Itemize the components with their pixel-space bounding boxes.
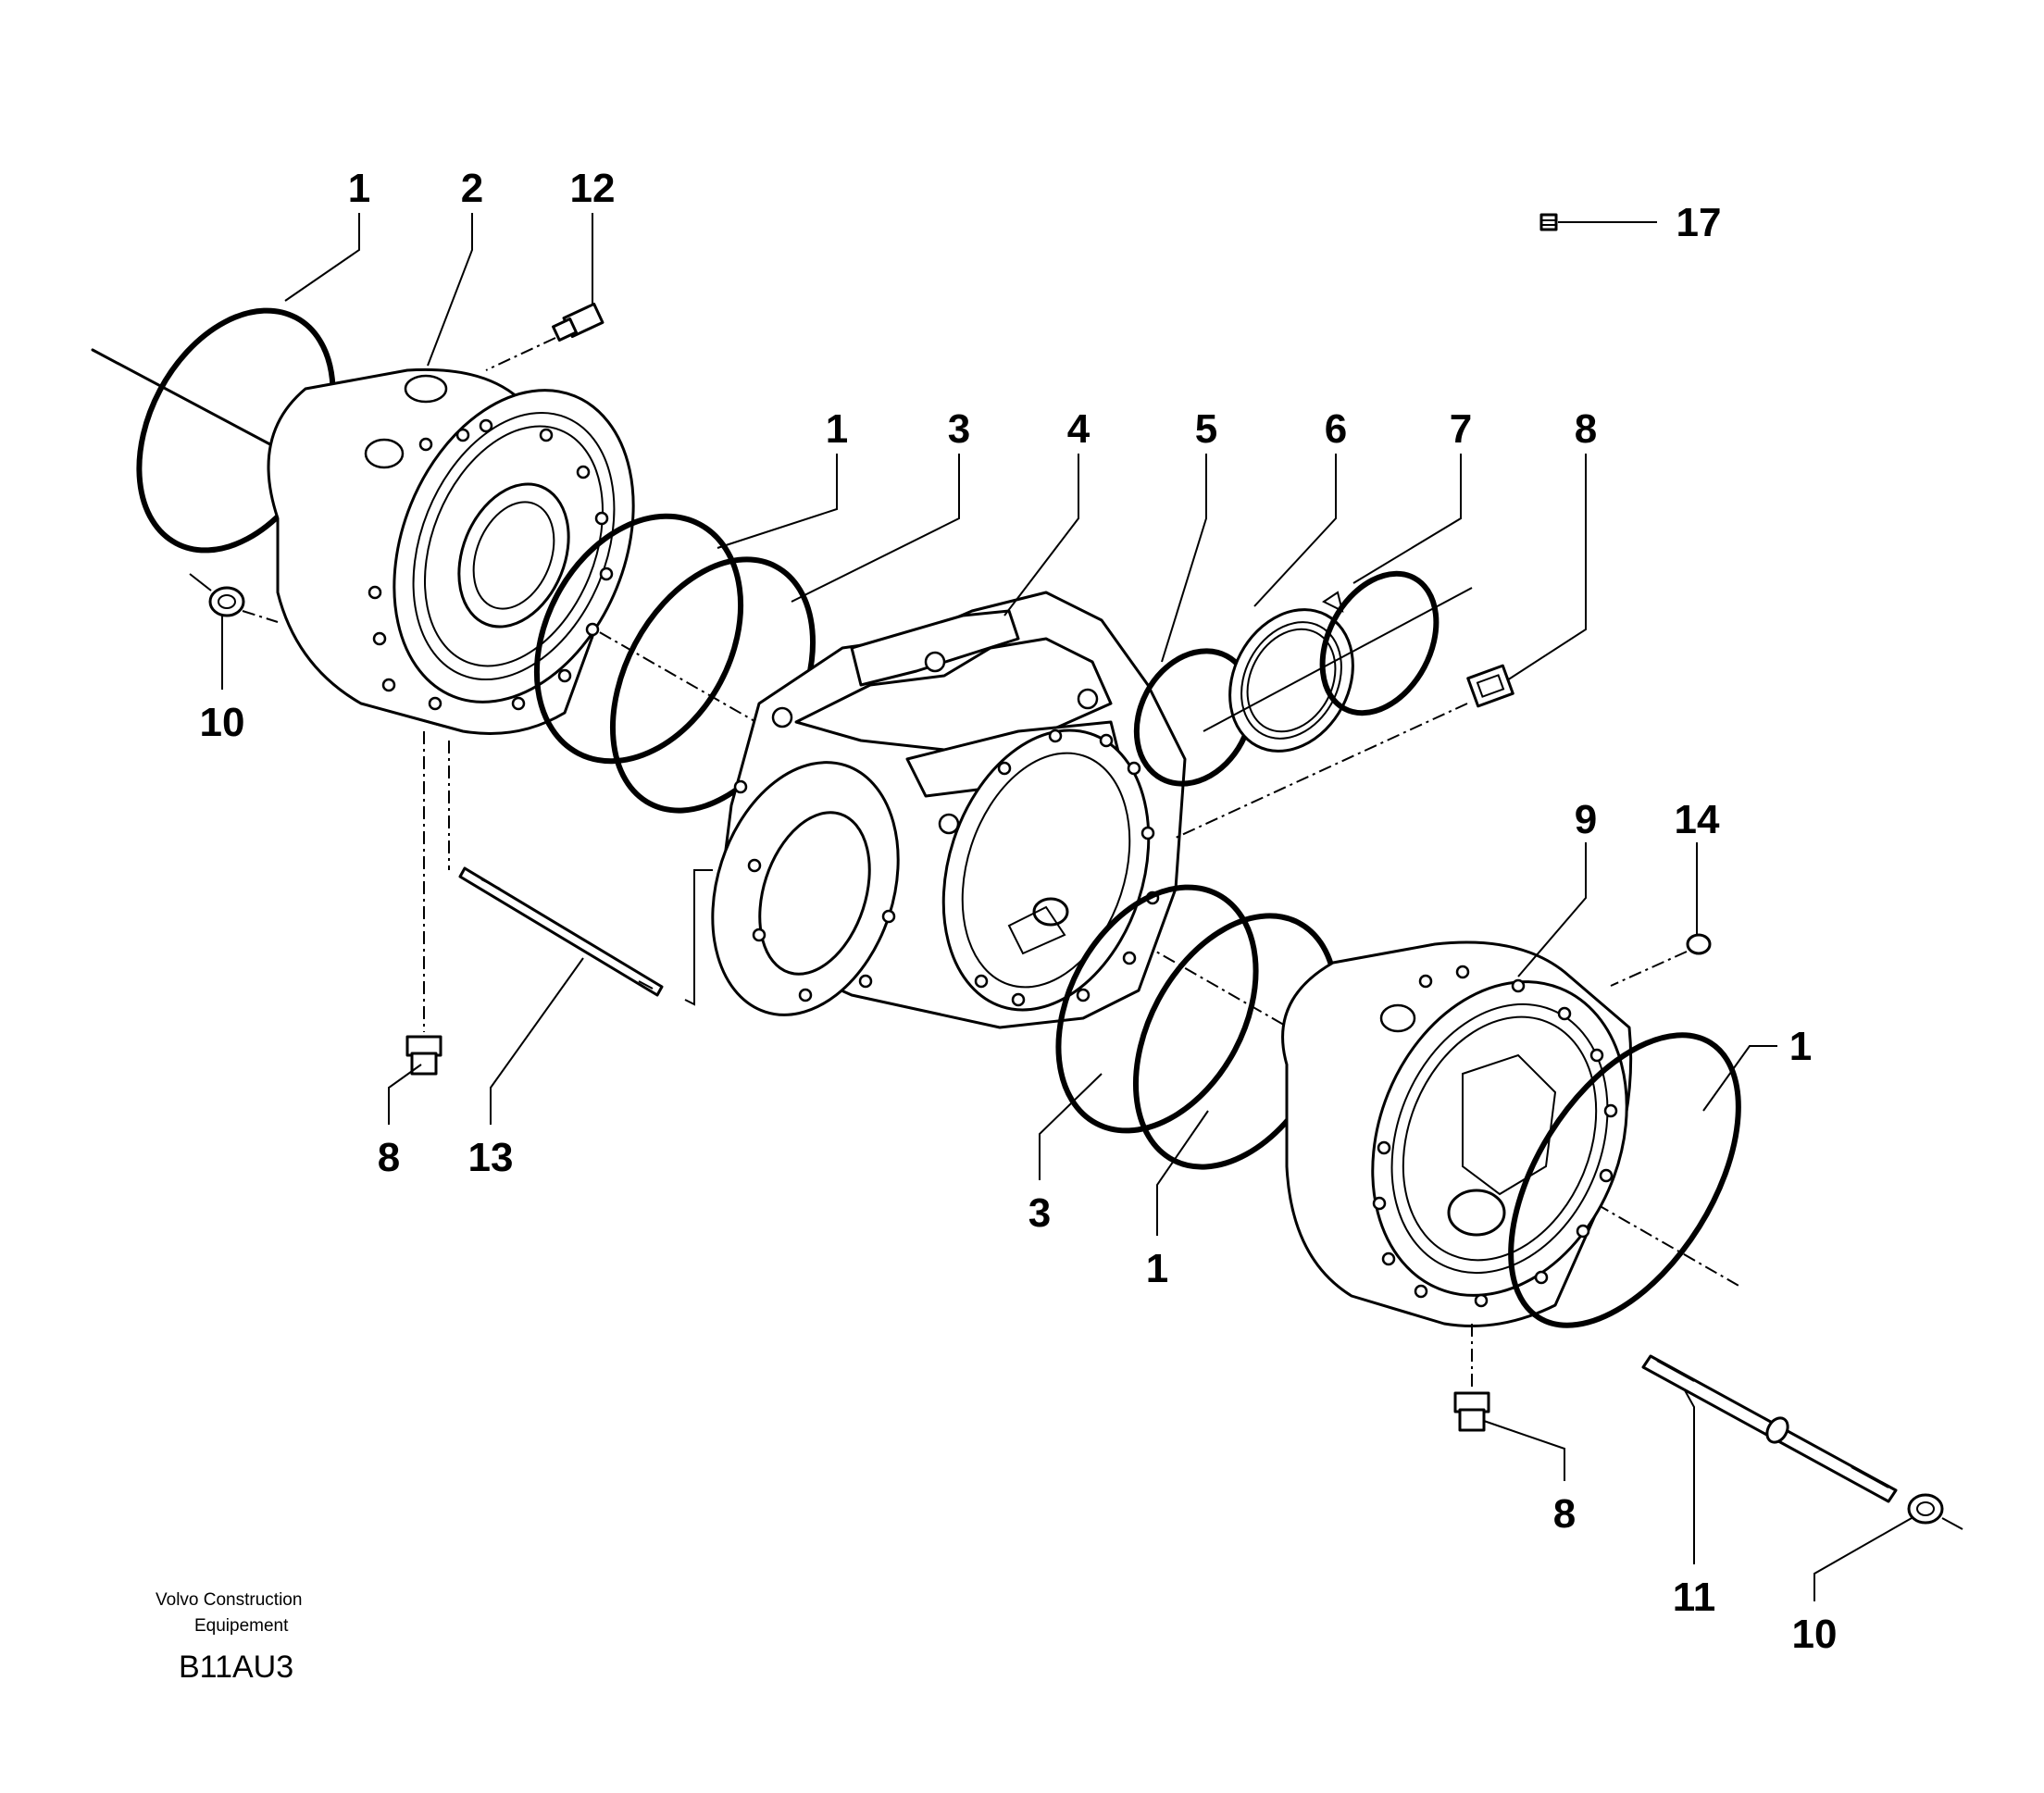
- left-motor-housing: [267, 367, 635, 735]
- stud-11: [1641, 1354, 1898, 1503]
- nut-17: [1539, 213, 1558, 231]
- callout-8-lower-right: 8: [1553, 1491, 1576, 1537]
- o-ring-3-lower: [1055, 884, 1259, 1134]
- callout-5: 5: [1195, 406, 1217, 452]
- leader-lines: [221, 213, 1913, 1601]
- callout-4: 4: [1067, 406, 1091, 452]
- o-ring-5: [1133, 648, 1255, 787]
- left-axis-line: [91, 348, 298, 460]
- callout-2: 2: [461, 166, 483, 211]
- seal-6: [1228, 608, 1354, 753]
- callout-1-lower: 1: [1146, 1246, 1168, 1291]
- callout-12: 12: [570, 166, 616, 211]
- callout-1-right: 1: [1789, 1024, 1812, 1069]
- callout-10-left: 10: [200, 700, 245, 745]
- callout-17: 17: [1676, 200, 1722, 245]
- right-motor-housing-9: [1281, 940, 1633, 1327]
- o-ring-1-middle: [533, 513, 744, 765]
- plug-8-upper: [1175, 664, 1514, 839]
- nut-10-left: [189, 573, 279, 623]
- central-housing-4: [711, 591, 1187, 1029]
- callout-6: 6: [1325, 406, 1347, 452]
- callout-10-right: 10: [1792, 1612, 1838, 1657]
- callout-9: 9: [1575, 797, 1597, 842]
- callout-11: 11: [1673, 1575, 1716, 1620]
- plug-8-left: [405, 731, 442, 1076]
- o-ring-1-right: [1508, 1032, 1741, 1328]
- callout-8-lower-left: 8: [378, 1135, 400, 1180]
- callout-3-lower: 3: [1028, 1190, 1051, 1236]
- callout-8-upper-right: 8: [1575, 406, 1597, 452]
- callout-1-top-left: 1: [348, 166, 370, 211]
- retaining-ring-7: [1319, 570, 1440, 716]
- callout-7: 7: [1450, 406, 1472, 452]
- callout-1-middle: 1: [826, 406, 848, 452]
- plug-8-right: [1453, 1324, 1490, 1432]
- callout-13: 13: [468, 1135, 514, 1180]
- nut-10-right: [1907, 1493, 1963, 1530]
- nut-14: [1610, 933, 1712, 987]
- credit-line-1: Volvo Construction: [156, 1590, 302, 1610]
- fitting-12: [485, 302, 604, 371]
- callout-3-upper: 3: [948, 406, 970, 452]
- callout-14: 14: [1675, 797, 1720, 842]
- stud-13: [448, 741, 713, 1006]
- credit-line-2: Equipement: [194, 1616, 289, 1636]
- figure-code: B11AU3: [179, 1650, 293, 1685]
- upper-right-axis-line: [1203, 587, 1473, 732]
